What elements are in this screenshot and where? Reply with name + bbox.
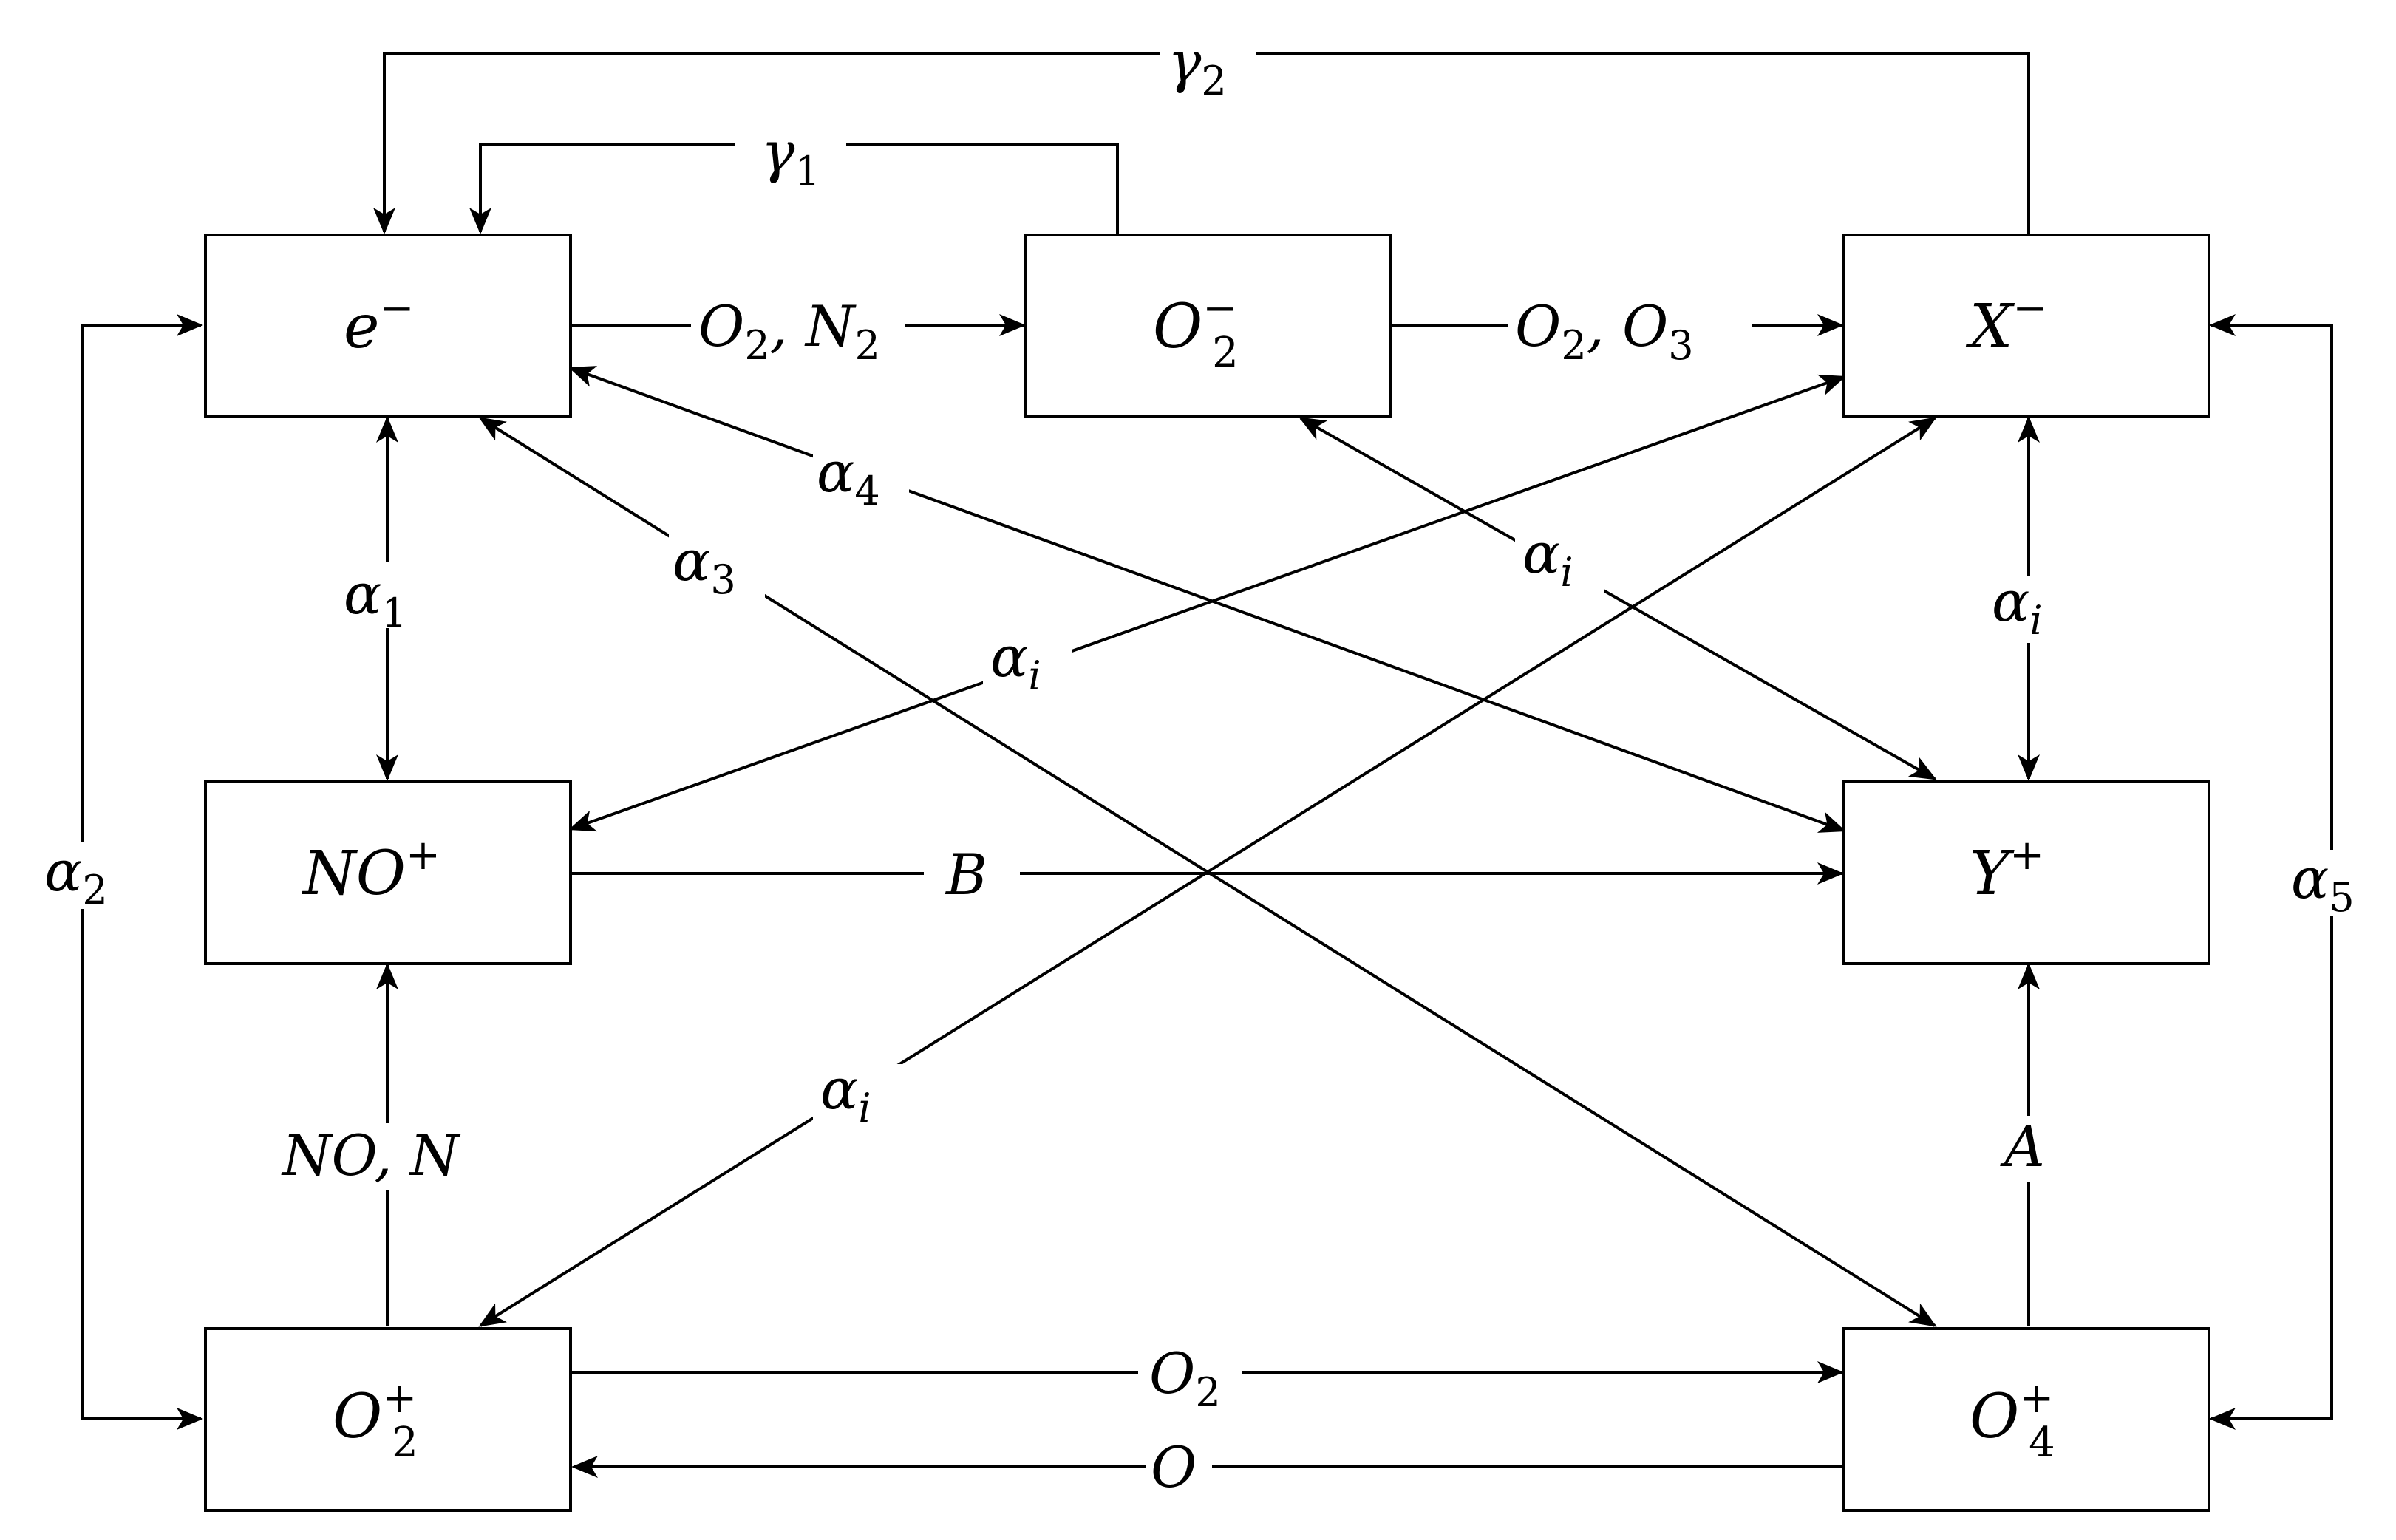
label-alpha-i-no-x: αi <box>990 624 1041 699</box>
node-y-plus-label: Y+ <box>1970 831 2044 909</box>
edge-alpha-i-o2m-y <box>1299 417 1937 780</box>
label-O2: O2 <box>1149 1340 1221 1416</box>
edge-labels: γ2 γ1 O2, N2 O2, O3 α1 α2 α5 <box>41 29 2380 1500</box>
label-alpha-i-o2p-x: αi <box>820 1056 871 1131</box>
label-alpha2: α2 <box>44 838 108 913</box>
label-gamma1: γ1 <box>761 119 820 194</box>
node-o2-plus: O+2 <box>204 1327 572 1512</box>
node-electron: e− <box>204 234 572 418</box>
label-e-to-o2minus: O2, N2 <box>698 293 880 369</box>
node-x-minus-label: X− <box>1965 285 2047 362</box>
node-y-plus: Y+ <box>1842 780 2210 965</box>
label-alpha1: α1 <box>344 561 407 636</box>
node-o4-plus-label: O+4 <box>1970 1374 2055 1467</box>
node-no-plus: NO+ <box>204 780 572 965</box>
node-o2-plus-label: O+2 <box>333 1374 418 1467</box>
label-alpha4: α4 <box>817 439 880 514</box>
node-o2-minus: O−2 <box>1024 234 1392 418</box>
label-gamma2: γ2 <box>1168 29 1227 104</box>
node-o4-plus: O+4 <box>1842 1327 2210 1512</box>
label-alpha5: α5 <box>2291 845 2355 921</box>
label-alpha-i-x-y: αi <box>1992 568 2043 644</box>
label-alpha3: α3 <box>673 528 736 603</box>
nodes: e− O−2 X− NO+ Y+ <box>204 234 2210 1512</box>
label-alpha-i-o2m-y: αi <box>1522 520 1573 596</box>
label-B: B <box>945 842 987 907</box>
node-electron-label: e− <box>344 285 414 362</box>
label-A: A <box>2000 1114 2045 1179</box>
label-o2minus-to-xminus: O2, O3 <box>1515 293 1694 369</box>
node-x-minus: X− <box>1842 234 2210 418</box>
node-o2-minus-label: O−2 <box>1153 285 1239 377</box>
label-NO-N: NO, N <box>281 1122 461 1188</box>
node-no-plus-label: NO+ <box>302 831 440 909</box>
label-O: O <box>1151 1434 1197 1500</box>
